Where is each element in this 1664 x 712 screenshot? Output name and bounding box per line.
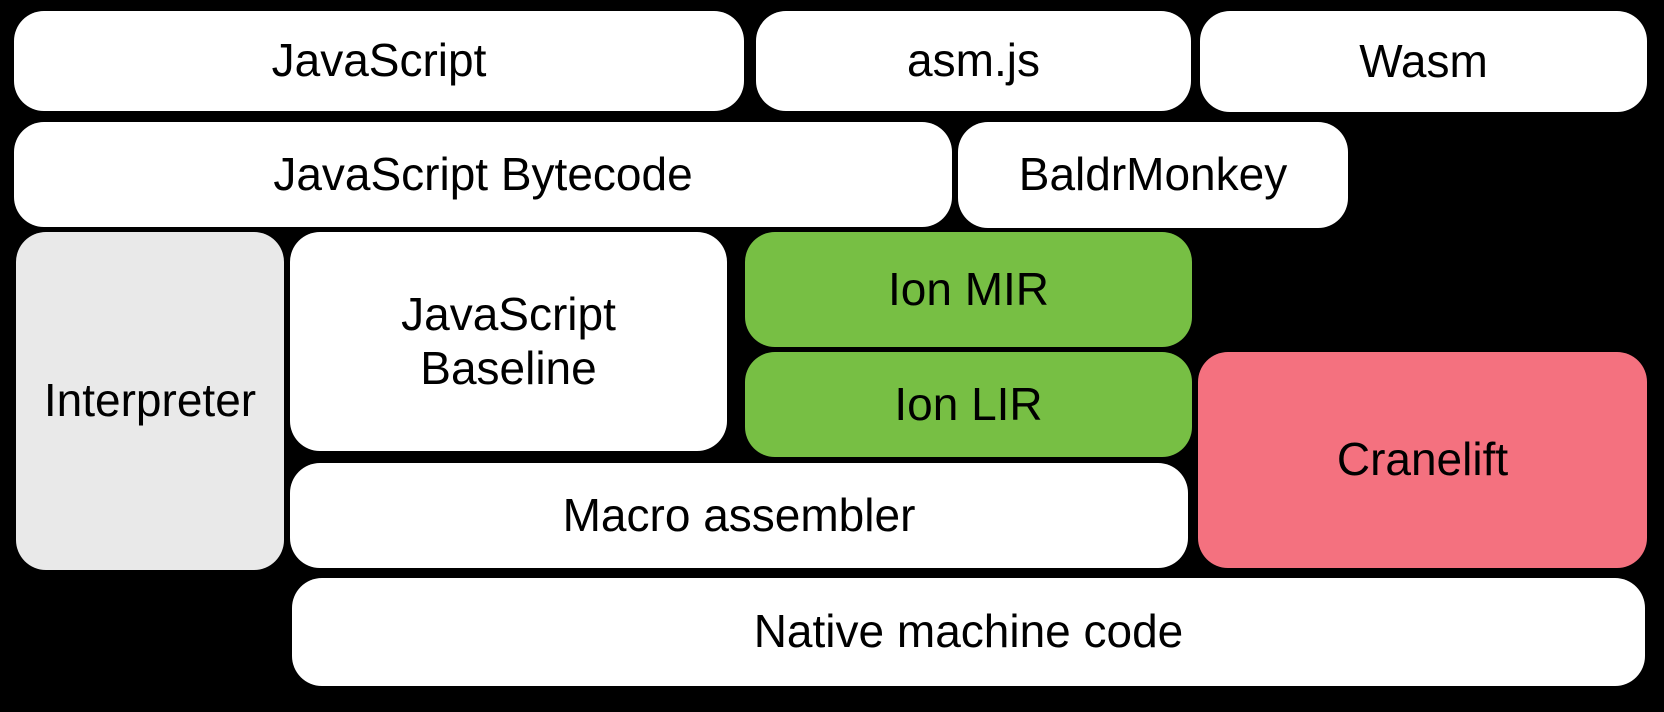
box-javascript-bytecode-label: JavaScript Bytecode — [273, 147, 693, 200]
box-macro-assembler: Macro assembler — [290, 463, 1188, 568]
box-macro-assembler-label: Macro assembler — [562, 488, 916, 541]
box-native-machine-code: Native machine code — [292, 578, 1645, 686]
box-baldrmonkey-label: BaldrMonkey — [1018, 148, 1288, 201]
box-asm-js: asm.js — [756, 11, 1191, 111]
box-javascript-baseline: JavaScript Baseline — [290, 232, 727, 451]
box-cranelift-label: Cranelift — [1336, 433, 1509, 486]
box-javascript-bytecode: JavaScript Bytecode — [14, 122, 952, 227]
box-interpreter-label: Interpreter — [43, 374, 257, 427]
box-ion-mir: Ion MIR — [745, 232, 1192, 347]
box-javascript-baseline-label: JavaScript Baseline — [401, 287, 616, 394]
box-javascript-label: JavaScript — [271, 34, 487, 87]
box-javascript: JavaScript — [14, 11, 744, 111]
box-ion-lir-label: Ion LIR — [894, 377, 1043, 430]
box-interpreter: Interpreter — [16, 232, 284, 570]
box-native-machine-code-label: Native machine code — [753, 605, 1184, 658]
box-wasm: Wasm — [1200, 11, 1647, 112]
box-ion-lir: Ion LIR — [745, 352, 1192, 457]
box-baldrmonkey: BaldrMonkey — [958, 122, 1348, 228]
box-cranelift: Cranelift — [1198, 352, 1647, 568]
box-asm-js-label: asm.js — [907, 34, 1040, 87]
box-wasm-label: Wasm — [1359, 34, 1488, 87]
box-ion-mir-label: Ion MIR — [887, 262, 1050, 315]
